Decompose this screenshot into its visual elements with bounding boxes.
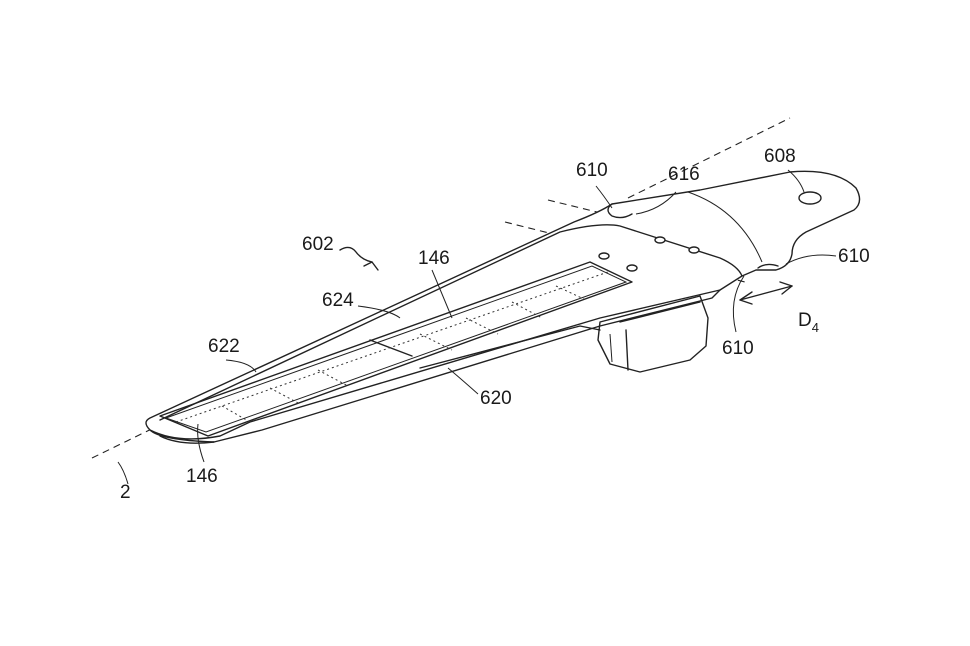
label-610-top: 610 <box>576 160 608 181</box>
label-620: 620 <box>480 388 512 409</box>
label-d4: D4 <box>798 310 819 335</box>
label-610-bottom: 610 <box>722 338 754 359</box>
head-plate <box>607 191 822 269</box>
label-616: 616 <box>668 164 700 185</box>
label-146-top: 146 <box>418 248 450 269</box>
label-602: 602 <box>302 234 334 255</box>
label-622: 622 <box>208 336 240 357</box>
label-d-subscript: 4 <box>812 320 819 335</box>
label-624: 624 <box>322 290 354 311</box>
sensor-strip <box>159 261 633 437</box>
blade <box>145 170 861 444</box>
bracket-body <box>597 295 709 373</box>
leader-lines <box>117 169 837 485</box>
d4-dimension-arrow <box>739 281 793 305</box>
label-2: 2 <box>120 482 131 503</box>
label-610-right: 610 <box>838 246 870 267</box>
label-d: D <box>798 310 812 331</box>
label-608: 608 <box>764 146 796 167</box>
label-146-bottom: 146 <box>186 466 218 487</box>
contact-pads <box>598 236 700 272</box>
edge-strip <box>419 325 601 369</box>
reference-labels: 602 146 624 622 620 146 2 610 616 608 61… <box>120 146 870 503</box>
